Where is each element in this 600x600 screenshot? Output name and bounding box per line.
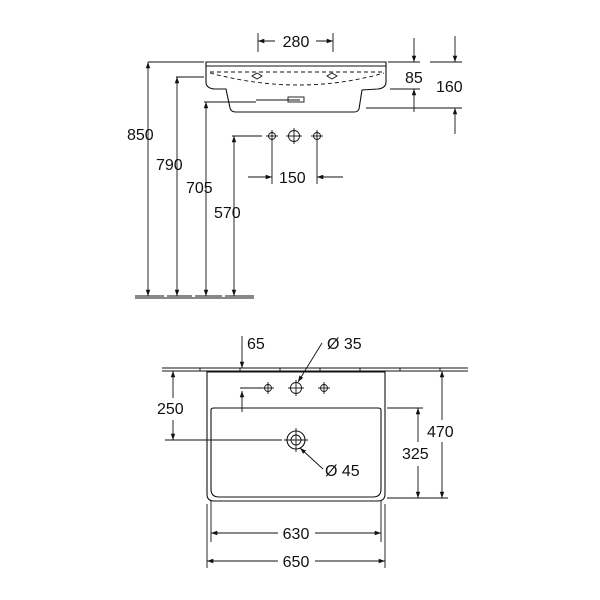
tap-hole-right-plan-icon [318, 382, 330, 394]
drain-diameter-label: Ø 45 [325, 463, 360, 480]
dim-280-label: 280 [283, 34, 310, 51]
tap-hole-left-icon [266, 130, 278, 142]
dim-630-label: 630 [283, 526, 310, 543]
tap-hole-hidden-right [326, 72, 338, 80]
dim-85-label: 85 [405, 70, 423, 87]
dim-250-label: 250 [157, 401, 184, 418]
plan-view: 65 Ø 35 250 Ø 45 325 470 630 650 [157, 336, 468, 571]
wall-line [162, 367, 468, 372]
tap-hole-center-plan-icon [288, 380, 304, 396]
dim-850-label: 850 [127, 127, 154, 144]
dim-150-label: 150 [279, 170, 306, 187]
dim-570-label: 570 [214, 205, 241, 222]
leader-line [297, 342, 323, 383]
dim-705-label: 705 [186, 180, 213, 197]
dim-65-label: 65 [247, 336, 265, 353]
tap-hole-center-icon [286, 128, 302, 144]
bowl-hidden-line [209, 72, 385, 86]
side-view: 280 85 160 850 790 705 570 [127, 33, 463, 299]
drain-icon [284, 428, 308, 452]
dim-160-label: 160 [436, 79, 463, 96]
tap-hole-left-plan-icon [262, 382, 274, 394]
bowl-plan-outline [210, 407, 382, 498]
basin-side-profile [205, 61, 387, 113]
dim-790-label: 790 [156, 157, 183, 174]
dim-325-label: 325 [402, 446, 429, 463]
tap-hole-pattern: 150 [248, 128, 343, 187]
tap-hole-right-icon [311, 130, 323, 142]
tap-hole-diameter-label: Ø 35 [327, 336, 362, 353]
basin-plan-outline [206, 371, 386, 502]
dim-650-label: 650 [283, 554, 310, 571]
drain-outlet [287, 96, 305, 103]
dim-470-label: 470 [427, 424, 454, 441]
floor-line [135, 295, 254, 299]
tap-hole-hidden-left [251, 72, 263, 80]
leader-line [299, 447, 324, 470]
